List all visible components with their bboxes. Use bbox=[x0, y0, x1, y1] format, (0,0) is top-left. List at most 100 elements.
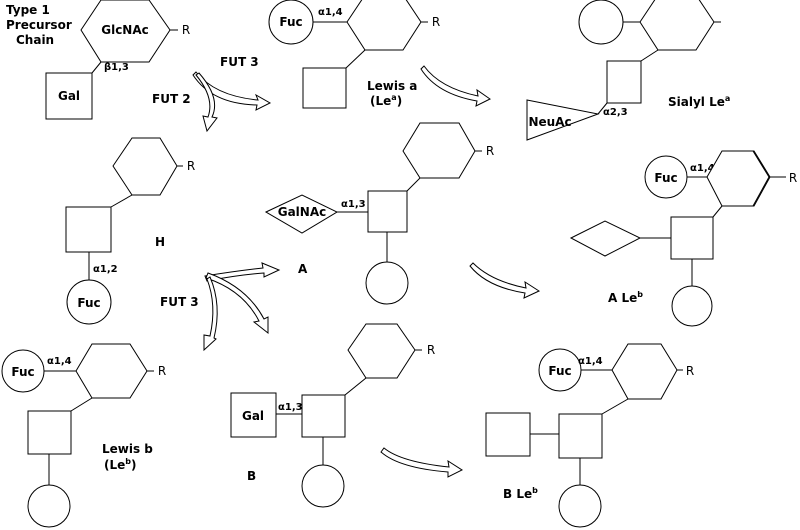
aleb-linkage-label: α1,4 bbox=[690, 163, 715, 174]
precursor-title-line1: Type 1 bbox=[6, 3, 50, 17]
bleb-hexagon bbox=[611, 343, 678, 400]
leb-name-close: ) bbox=[131, 458, 136, 472]
b-gal-square bbox=[301, 394, 346, 438]
bleb-name: B Leb bbox=[503, 486, 538, 501]
leb-name-line2: (Leb) bbox=[104, 457, 137, 472]
fut2-label: FUT 2 bbox=[152, 92, 191, 106]
arrow-b-to-bleb bbox=[380, 447, 464, 478]
slea-gal-square bbox=[606, 60, 642, 104]
precursor-title-line2: Precursor bbox=[6, 18, 72, 32]
b-r-label: R bbox=[427, 343, 435, 357]
lea-name-line1: Lewis a bbox=[367, 79, 417, 93]
h-structure: R α1,2 Fuc H bbox=[65, 137, 195, 325]
lea-linkage-label: α1,4 bbox=[318, 7, 343, 18]
a-hexagon bbox=[402, 122, 476, 179]
bleb-gal-terminal-square bbox=[485, 412, 531, 457]
precursor-structure: Type 1 Precursor Chain GlcNAc R Gal β1,3 bbox=[6, 0, 190, 120]
arrow-to-h bbox=[195, 72, 218, 133]
leb-hexagon bbox=[75, 343, 148, 399]
slea-name: Sialyl Lea bbox=[668, 94, 730, 109]
aleb-name-text: A Le bbox=[608, 291, 637, 305]
lea-hexagon bbox=[346, 0, 422, 51]
a-structure: R α1,3 GalNAc A bbox=[264, 122, 494, 305]
slea-alpha23-bond bbox=[597, 102, 608, 115]
beta13-bond bbox=[91, 61, 102, 74]
a-beta-bond bbox=[406, 177, 421, 192]
h-fuc-circle bbox=[66, 279, 112, 325]
b-beta-bond bbox=[344, 377, 367, 396]
slea-beta-bond bbox=[640, 49, 659, 62]
galnac-label: GalNAc bbox=[278, 205, 327, 219]
fut3-top-label: FUT 3 bbox=[220, 55, 259, 69]
slea-hexagon bbox=[639, 0, 715, 51]
arrow-a-to-aleb bbox=[469, 262, 541, 299]
leb-name-line1: Lewis b bbox=[102, 442, 153, 456]
a-gal-square bbox=[367, 190, 408, 233]
leb-gal-square bbox=[27, 410, 72, 455]
r-label: R bbox=[182, 23, 190, 37]
aleb-name: A Leb bbox=[608, 290, 643, 305]
a-r-label: R bbox=[486, 144, 494, 158]
arrow-to-lewis-b bbox=[203, 276, 218, 352]
h-gal-square bbox=[65, 206, 112, 253]
bleb-superscript: b bbox=[532, 486, 538, 495]
lea-name-open: (Le bbox=[370, 94, 391, 108]
arrow-to-a bbox=[204, 262, 281, 282]
a-linkage-label: α1,3 bbox=[341, 199, 366, 210]
leb-name-open: (Le bbox=[104, 458, 125, 472]
glcnac-hexagon bbox=[80, 0, 171, 63]
lea-superscript: a bbox=[391, 93, 396, 102]
neuac-triangle bbox=[526, 99, 600, 141]
lewis-a-structure: Fuc α1,4 R Lewis a (Lea) bbox=[268, 0, 440, 109]
aleb-structure: Fuc α1,4 R A Leb bbox=[569, 150, 797, 327]
bleb-name-text: B Le bbox=[503, 487, 532, 501]
lewis-b-structure: Fuc α1,4 R Lewis b (Leb) bbox=[1, 343, 166, 528]
a-name: A bbox=[298, 262, 308, 276]
bleb-beta-bond bbox=[601, 398, 629, 415]
bleb-r-label: R bbox=[686, 364, 694, 378]
aleb-fuc-label: Fuc bbox=[654, 171, 677, 185]
leb-superscript: b bbox=[125, 457, 131, 466]
lea-name-line2: (Lea) bbox=[370, 93, 402, 108]
fut3-bottom-label: FUT 3 bbox=[160, 295, 199, 309]
bleb-structure: Fuc α1,4 R B Leb bbox=[485, 343, 694, 528]
h-fuc-label: Fuc bbox=[77, 296, 100, 310]
glcnac-label: GlcNAc bbox=[101, 23, 149, 37]
h-beta-bond bbox=[110, 194, 133, 208]
bleb-fuc2-circle bbox=[558, 484, 602, 528]
leb-fuc-label: Fuc bbox=[11, 365, 34, 379]
aleb-hexagon-body bbox=[706, 150, 770, 207]
galnac-diamond bbox=[264, 194, 339, 234]
sialyl-lea-structure: α2,3 NeuAc Sialyl Lea bbox=[526, 0, 730, 141]
h-name: H bbox=[155, 235, 165, 249]
h-linkage-label: α1,2 bbox=[93, 264, 118, 275]
leb-linkage-label: α1,4 bbox=[47, 356, 72, 367]
enzyme-arrows-bottom: FUT 3 bbox=[160, 262, 281, 352]
slea-name-text: Sialyl Le bbox=[668, 95, 725, 109]
bleb-gal-square bbox=[558, 413, 603, 459]
lea-r-label: R bbox=[432, 15, 440, 29]
precursor-title-line3: Chain bbox=[16, 33, 54, 47]
bleb-linkage-label: α1,4 bbox=[578, 356, 603, 367]
lea-fuc-label: Fuc bbox=[279, 15, 302, 29]
b-linkage-label: α1,3 bbox=[278, 402, 303, 413]
arrow-lea-to-sialyl bbox=[420, 65, 491, 107]
aleb-superscript: b bbox=[637, 290, 643, 299]
leb-r-label: R bbox=[158, 364, 166, 378]
slea-fuc-circle bbox=[578, 0, 624, 45]
gal-square bbox=[45, 72, 93, 120]
arrow-to-lewis-a bbox=[192, 71, 272, 111]
aleb-fuc2-circle bbox=[671, 285, 713, 327]
neuac-label: NeuAc bbox=[528, 115, 571, 129]
b-fuc-circle bbox=[301, 464, 345, 508]
aleb-beta-bond bbox=[712, 205, 723, 218]
h-hexagon bbox=[112, 137, 178, 196]
leb-beta-bond bbox=[70, 397, 93, 412]
lea-gal-square bbox=[302, 67, 347, 109]
leb-fuc2-circle bbox=[27, 484, 71, 528]
beta13-label: β1,3 bbox=[104, 62, 129, 73]
gal-label: Gal bbox=[58, 89, 80, 103]
a-fuc-circle bbox=[365, 261, 409, 305]
h-r-label: R bbox=[187, 159, 195, 173]
